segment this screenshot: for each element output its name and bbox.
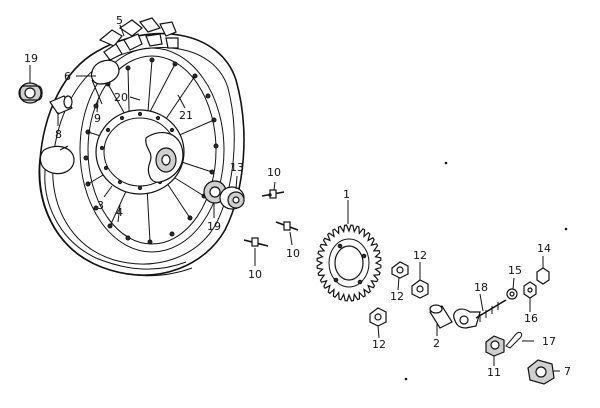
callout-14: 14 [537, 242, 551, 255]
callout-10-lower: 10 [248, 268, 262, 281]
axle-collar [429, 304, 453, 329]
cotter-pin [505, 331, 523, 349]
inner-tube [39, 145, 75, 175]
callout-3: 3 [97, 199, 104, 212]
callout-8: 8 [55, 128, 62, 141]
callout-16: 16 [524, 312, 538, 325]
castle-nut [527, 359, 555, 385]
callout-12-left: 12 [390, 290, 404, 303]
callout-7: 7 [564, 365, 571, 378]
lock-nut [523, 281, 537, 299]
print-specks [404, 161, 568, 381]
callout-9: 9 [94, 112, 101, 125]
stud-upper [261, 189, 285, 199]
spacer [219, 186, 245, 210]
callout-10-upper: 10 [267, 166, 281, 179]
stud-middle [275, 221, 299, 231]
stud-lower [243, 237, 269, 247]
callout-labels: 1 2 3 4 5 6 7 8 9 10 10 10 11 12 12 12 1… [24, 14, 571, 379]
chain-adjuster [453, 299, 507, 329]
hub [95, 109, 185, 195]
callout-19-upper: 19 [24, 52, 38, 65]
tire [38, 17, 245, 276]
axle-nut [485, 335, 505, 357]
callout-12-lower: 12 [372, 338, 386, 351]
callout-21: 21 [179, 109, 193, 122]
callout-6: 6 [64, 70, 71, 83]
leader-lines [29, 24, 560, 372]
callout-10-middle: 10 [286, 247, 300, 260]
nut-upper-right [411, 279, 429, 299]
callout-12-upper: 12 [413, 249, 427, 262]
bearing-left [18, 82, 43, 104]
callout-2: 2 [433, 337, 440, 350]
callout-1: 1 [343, 188, 350, 201]
rim-band [38, 157, 193, 277]
nut-lower [369, 307, 387, 327]
callout-13: 13 [230, 161, 244, 174]
callout-11: 11 [487, 366, 501, 379]
callout-17: 17 [542, 335, 556, 348]
sprocket [316, 224, 382, 302]
washer [506, 288, 518, 300]
adjuster-nut [536, 267, 550, 285]
collar [49, 95, 73, 115]
nut-upper-left [391, 261, 409, 279]
callout-4: 4 [116, 206, 123, 219]
callout-5: 5 [116, 14, 123, 27]
tube-stem [90, 59, 120, 105]
callout-20: 20 [114, 91, 128, 104]
callout-15: 15 [508, 264, 522, 277]
callout-19-lower: 19 [207, 220, 221, 233]
callout-18: 18 [474, 281, 488, 294]
